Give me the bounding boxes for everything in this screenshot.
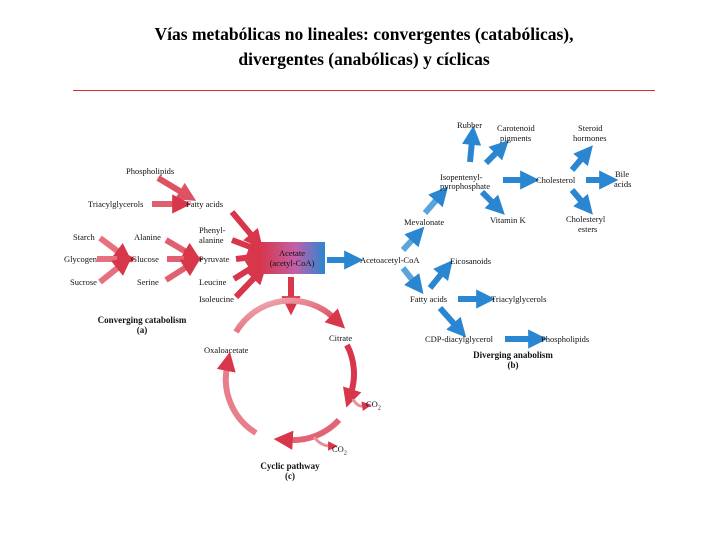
label-fatty-acids-ana: Fatty acids (410, 294, 447, 304)
label-cdp-diacylglycerol: CDP-diacylglycerol (425, 334, 494, 344)
anabolism-arrows (327, 125, 619, 349)
label-isopentenyl-2: pyrophosphate (440, 181, 490, 191)
label-glycogen: Glycogen (64, 254, 98, 264)
label-sucrose: Sucrose (70, 277, 97, 287)
label-oxaloacetate: Oxaloacetate (204, 345, 249, 355)
label-co2-a-sub: 2 (378, 406, 381, 412)
cycle-arc-bottom (273, 417, 342, 450)
co2-release-arrow-1 (351, 398, 372, 412)
label-citrate: Citrate (329, 333, 352, 343)
caption-c: (c) (285, 471, 295, 481)
label-bile-1: Bile (615, 169, 629, 179)
slide-title-line-2: divergentes (anabólicas) y cíclicas (238, 49, 490, 69)
label-phospholipids: Phospholipids (126, 166, 174, 176)
label-fatty-acids-cat: Fatty acids (186, 199, 223, 209)
slide-title: Vías metabólicas no lineales: convergent… (0, 22, 728, 72)
label-mevalonate: Mevalonate (404, 217, 444, 227)
label-phenylalanine-1: Phenyl- (199, 225, 226, 235)
label-carotenoid-2: pigments (500, 133, 531, 143)
label-cholesteryl-esters-2: esters (578, 224, 597, 234)
label-glucose: Glucose (131, 254, 159, 264)
label-acetate-2: (acetyl-CoA) (270, 258, 315, 268)
cyclic-arrows (216, 277, 372, 451)
label-leucine: Leucine (199, 277, 227, 287)
label-cholesterol: Cholesterol (536, 175, 576, 185)
label-cholesteryl-esters-1: Cholesteryl (566, 214, 606, 224)
arrow-leucine-to-acetate (232, 258, 266, 282)
label-co2-a-text: CO (366, 399, 378, 409)
caption-converging-catabolism: Converging catabolism (98, 315, 187, 325)
arrow-isoleucine-to-acetate (233, 264, 267, 300)
arrow-alanine-to-pyruvate (164, 237, 202, 261)
arrow-phenylalanine-to-acetate (230, 237, 268, 256)
label-vitamin-k: Vitamin K (490, 215, 526, 225)
label-isopentenyl-1: Isopentenyl- (440, 172, 483, 182)
label-alanine: Alanine (134, 232, 161, 242)
label-rubber: Rubber (457, 120, 482, 130)
anabolism-labels: Acetoacetyl-CoA Mevalonate Isopentenyl- … (360, 120, 631, 370)
label-triacylglycerols: Triacylglycerols (88, 199, 143, 209)
caption-cyclic-pathway: Cyclic pathway (260, 461, 320, 471)
acetate-box (260, 242, 325, 274)
cycle-arc-left (216, 351, 258, 436)
arrow-isopentenyl-to-rubber (462, 125, 482, 163)
slide-title-line-1: Vías metabólicas no lineales: convergent… (154, 24, 574, 44)
arrow-cholesterol-to-esters (569, 188, 593, 215)
label-acetoacetyl-coa: Acetoacetyl-CoA (360, 255, 420, 265)
arrow-starch-to-glucose (98, 235, 133, 263)
arrow-phospholipids-to-fatty-acids (156, 175, 197, 201)
label-co2-b-text: CO (332, 444, 344, 454)
arrow-isopentenyl-to-vitamin-k (479, 189, 505, 215)
co2-release-arrow-2 (312, 436, 338, 451)
caption-diverging-anabolism: Diverging anabolism (473, 350, 553, 360)
label-eicosanoids: Eicosanoids (450, 256, 491, 266)
caption-a: (a) (137, 325, 148, 335)
arrow-serine-to-pyruvate (164, 257, 201, 283)
arrow-fatty-acids-to-cdp (437, 306, 467, 338)
arrow-cholesterol-to-steroid (569, 145, 593, 172)
title-divider (73, 90, 655, 91)
label-bile-2: acids (614, 179, 631, 189)
catabolism-labels: Phospholipids Triacylglycerols Fatty aci… (64, 166, 315, 335)
arrow-isopentenyl-to-carotenoid (483, 140, 509, 166)
label-phospholipids-ana: Phospholipids (541, 334, 589, 344)
arrow-pyruvate-to-acetate (235, 247, 269, 267)
label-carotenoid-1: Carotenoid (497, 123, 536, 133)
label-co2-a: CO2 (366, 399, 381, 412)
label-isoleucine: Isoleucine (199, 294, 234, 304)
label-pyruvate: Pyruvate (199, 254, 229, 264)
label-acetate-1: Acetate (279, 248, 305, 258)
label-steroid-2: hormones (573, 133, 607, 143)
label-co2-b: CO2 (332, 444, 347, 457)
label-co2-b-sub: 2 (344, 451, 347, 457)
label-triacylglycerols-ana: Triacylglycerols (491, 294, 546, 304)
arrow-mevalonate-to-isopentenyl (422, 186, 449, 215)
cycle-arc-top (233, 297, 346, 334)
label-steroid-1: Steroid (578, 123, 603, 133)
label-phenylalanine-2: alanine (199, 235, 224, 245)
cycle-arc-right (343, 343, 362, 408)
arrow-fatty-acids-to-acetate (229, 210, 263, 249)
arrow-acetoacetyl-to-fatty-acids (400, 266, 424, 295)
arrow-sucrose-to-glucose (98, 256, 132, 285)
label-serine: Serine (137, 277, 159, 287)
arrow-fatty-acids-to-eicosanoids (427, 260, 453, 290)
catabolism-arrows (97, 175, 269, 300)
cyclic-labels: Oxaloacetate Citrate CO2 CO2 Cyclic path… (204, 333, 381, 481)
label-starch: Starch (73, 232, 95, 242)
caption-b: (b) (508, 360, 519, 370)
arrow-acetoacetyl-to-mevalonate (400, 226, 425, 253)
